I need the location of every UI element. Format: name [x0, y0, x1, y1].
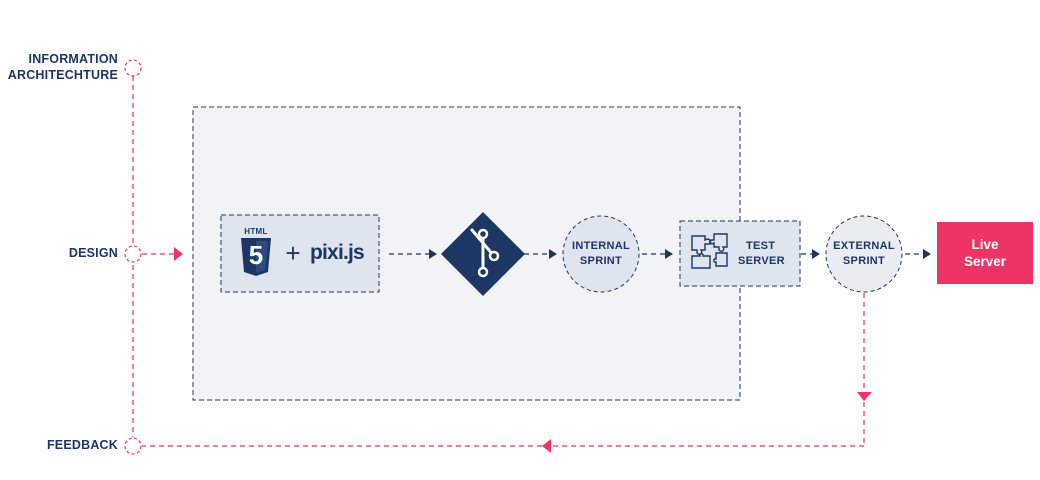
left-arrow [542, 439, 551, 453]
test-server-line2: SERVER [738, 255, 785, 267]
down-arrow [857, 392, 872, 401]
information-label-line2: ARCHITECHTURE [7, 68, 118, 82]
external-sprint-line2: SPRINT [842, 255, 886, 267]
design-circle [124, 245, 142, 263]
pixijs-logo: pixi.js [310, 241, 365, 264]
feedback-label: FEEDBACK [46, 438, 118, 452]
html5-number: 5 [248, 240, 264, 270]
feedback-circle [124, 437, 142, 455]
information-architecture-label: INFORMATION ARCHITECHTURE [6, 51, 118, 83]
html5-icon [241, 238, 271, 276]
plus-sign: + [285, 238, 301, 268]
live-server-line1: Live [971, 237, 999, 252]
design-arrow [174, 247, 183, 261]
information-label-line1: INFORMATION [28, 52, 118, 66]
internal-sprint-line1: INTERNAL [571, 240, 630, 252]
test-server-label: TEST SERVER [738, 239, 798, 269]
test-server-line1: TEST [746, 240, 776, 252]
info-circle [124, 59, 142, 77]
external-sprint-circle [825, 215, 903, 293]
internal-sprint-line2: SPRINT [579, 255, 623, 267]
internal-sprint-circle [562, 215, 640, 293]
live-server-line2: Server [963, 254, 1007, 269]
git-icon [441, 212, 525, 296]
design-label: DESIGN [68, 246, 118, 260]
external-sprint-label: EXTERNAL SPRINT [826, 239, 902, 269]
internal-sprint-label: INTERNAL SPRINT [563, 239, 639, 269]
external-sprint-line1: EXTERNAL [833, 240, 895, 252]
puzzle-icon [691, 233, 728, 269]
html5-badge-label: HTML [244, 227, 268, 236]
live-server-box: Live Server [937, 222, 1033, 284]
